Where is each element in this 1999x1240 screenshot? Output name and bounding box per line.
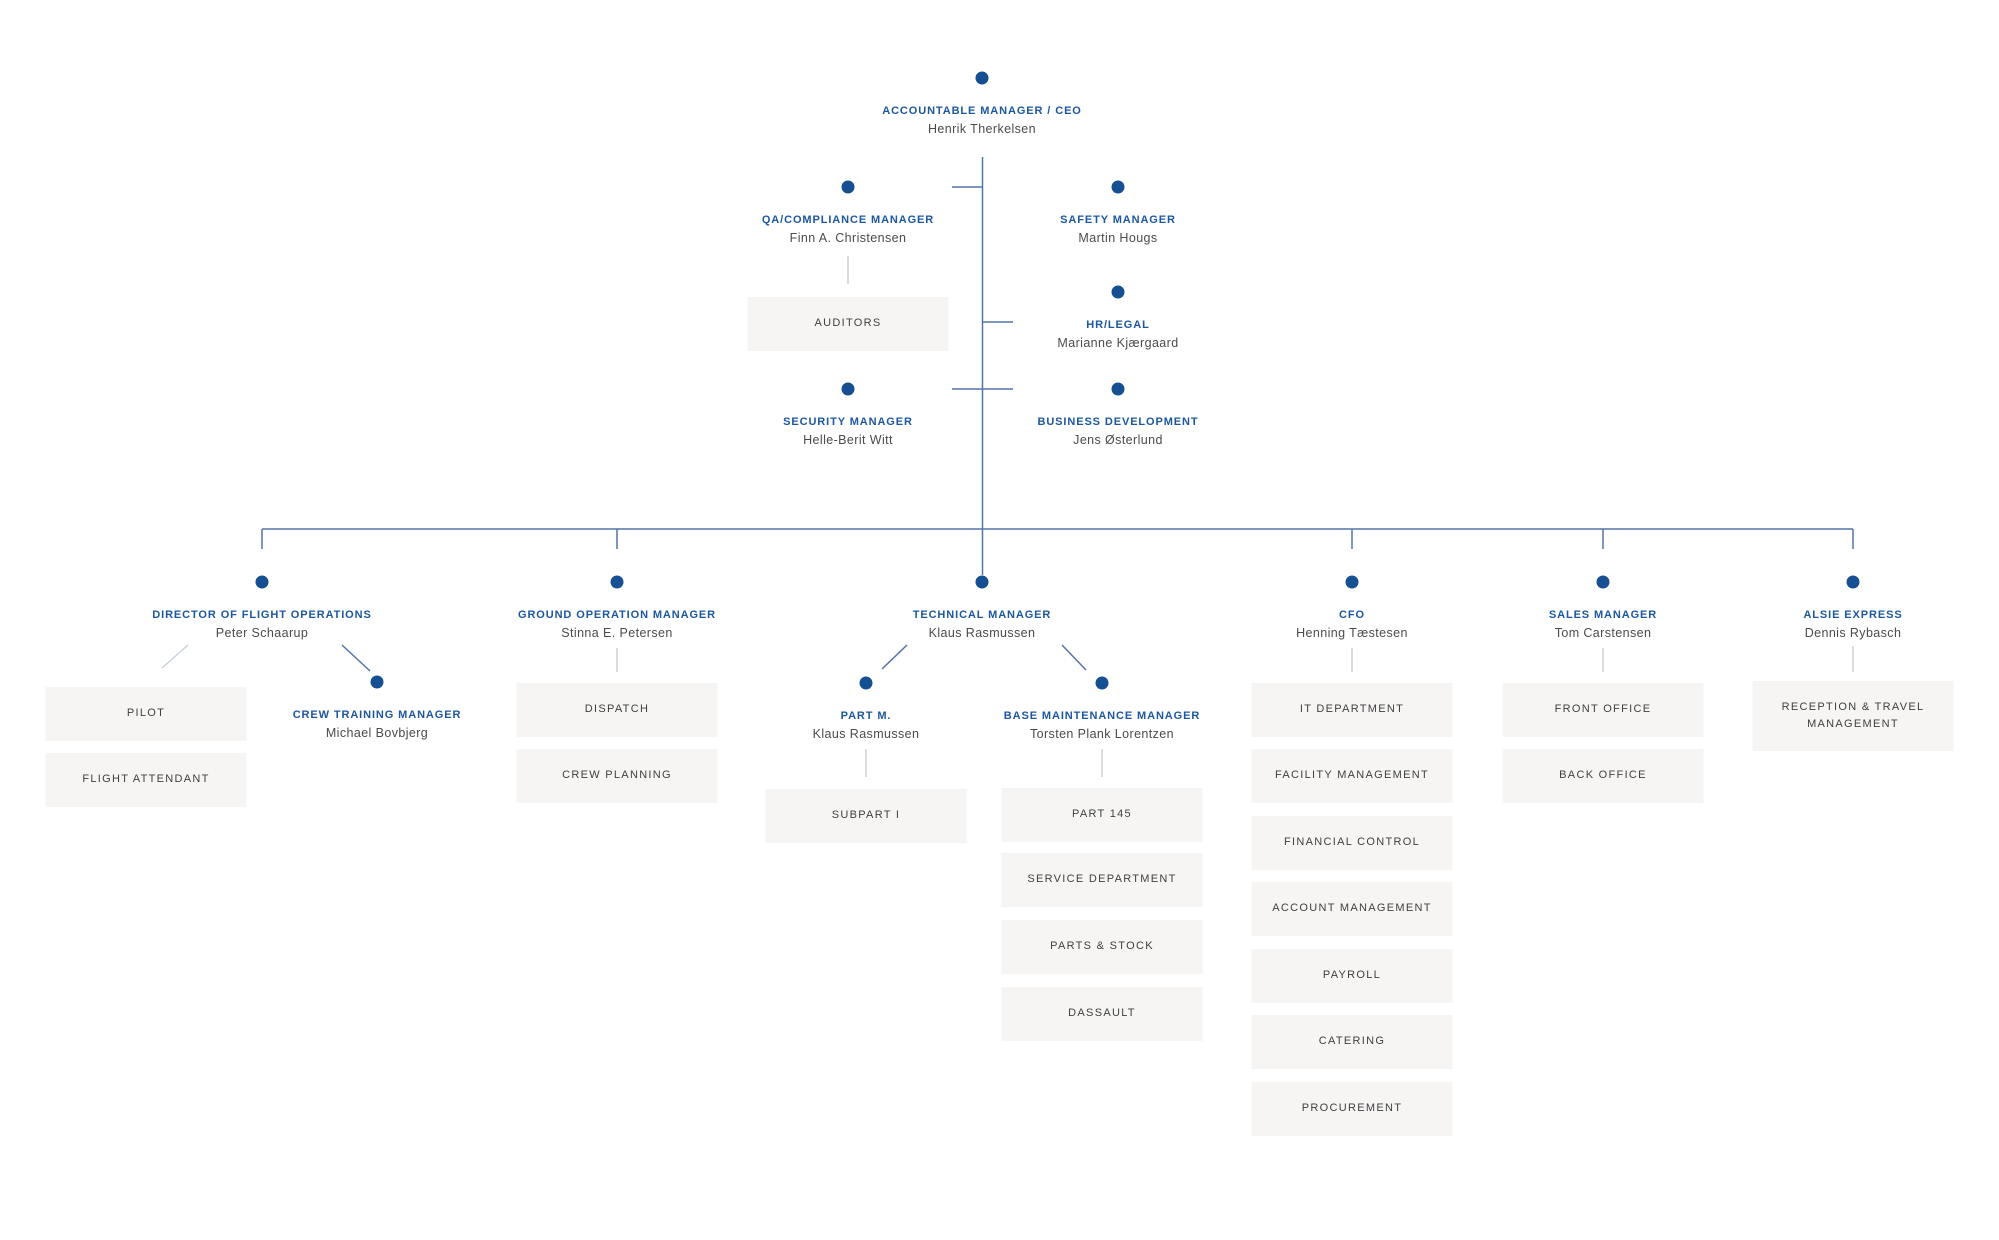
cfo-title: CFO: [1339, 609, 1365, 621]
security-title: SECURITY MANAGER: [783, 416, 913, 428]
alsie-name: Dennis Rybasch: [1804, 626, 1902, 640]
box-procurement: PROCUREMENT: [1251, 1082, 1453, 1136]
dfo-dot-icon: [255, 575, 269, 589]
box-it-department: IT DEPARTMENT: [1251, 683, 1453, 737]
alsie-dot-icon: [1846, 575, 1860, 589]
dfo-name: Peter Schaarup: [215, 626, 309, 640]
technical-name: Klaus Rasmussen: [928, 626, 1036, 640]
box-reception-travel-management: RECEPTION & TRAVEL MANAGEMENT: [1752, 681, 1954, 751]
box-account-management: ACCOUNT MANAGEMENT: [1251, 882, 1453, 936]
base-maintenance-title: BASE MAINTENANCE MANAGER: [1003, 710, 1201, 722]
box-part-145: PART 145: [1001, 788, 1203, 842]
box-dispatch: DISPATCH: [516, 683, 718, 737]
cfo-name: Henning Tæstesen: [1296, 626, 1408, 640]
safety-title: SAFETY MANAGER: [1060, 214, 1176, 226]
box-front-office: FRONT OFFICE: [1502, 683, 1704, 737]
ceo-dot-icon: [975, 71, 989, 85]
hr-dot-icon: [1111, 285, 1125, 299]
bizdev-name: Jens Østerlund: [1073, 433, 1163, 447]
box-payroll: PAYROLL: [1251, 949, 1453, 1003]
qa-title: QA/COMPLIANCE MANAGER: [761, 214, 935, 226]
box-auditors: AUDITORS: [747, 297, 949, 351]
box-service-department: SERVICE DEPARTMENT: [1001, 853, 1203, 907]
qa-dot-icon: [841, 180, 855, 194]
alsie-title: ALSIE EXPRESS: [1803, 609, 1903, 621]
ground-name: Stinna E. Petersen: [561, 626, 673, 640]
bizdev-title: BUSINESS DEVELOPMENT: [1037, 416, 1199, 428]
part-m-title: PART M.: [840, 710, 892, 722]
hr-name: Marianne Kjærgaard: [1057, 336, 1179, 350]
crew-training-dot-icon: [370, 675, 384, 689]
box-flight-attendant: FLIGHT ATTENDANT: [45, 753, 247, 807]
ceo-name: Henrik Therkelsen: [927, 122, 1037, 136]
technical-dot-icon: [975, 575, 989, 589]
box-crew-planning: CREW PLANNING: [516, 749, 718, 803]
part-m-dot-icon: [859, 676, 873, 690]
security-name: Helle-Berit Witt: [803, 433, 893, 447]
box-back-office: BACK OFFICE: [1502, 749, 1704, 803]
sales-name: Tom Carstensen: [1554, 626, 1652, 640]
connector-diagonal-dfo-pilot: [161, 644, 189, 669]
base-maintenance-dot-icon: [1095, 676, 1109, 690]
safety-dot-icon: [1111, 180, 1125, 194]
ceo-title: ACCOUNTABLE MANAGER / CEO: [882, 105, 1082, 117]
box-subpart-i: SUBPART I: [765, 789, 967, 843]
technical-title: TECHNICAL MANAGER: [912, 609, 1052, 621]
connector-diagonal-technical-part-m: [881, 644, 908, 670]
connector-diagonal-technical-base-maintenance: [1061, 644, 1087, 671]
qa-name: Finn A. Christensen: [789, 231, 907, 245]
sales-title: SALES MANAGER: [1548, 609, 1658, 621]
box-pilot: PILOT: [45, 687, 247, 741]
box-dassault: DASSAULT: [1001, 987, 1203, 1041]
ground-title: GROUND OPERATION MANAGER: [517, 609, 717, 621]
bizdev-dot-icon: [1111, 382, 1125, 396]
part-m-name: Klaus Rasmussen: [812, 727, 920, 741]
ground-dot-icon: [610, 575, 624, 589]
sales-dot-icon: [1596, 575, 1610, 589]
dfo-title: DIRECTOR OF FLIGHT OPERATIONS: [152, 609, 372, 621]
security-dot-icon: [841, 382, 855, 396]
crew-training-name: Michael Bovbjerg: [325, 726, 429, 740]
box-financial-control: FINANCIAL CONTROL: [1251, 816, 1453, 870]
box-parts-stock: PARTS & STOCK: [1001, 920, 1203, 974]
box-catering: CATERING: [1251, 1015, 1453, 1069]
connector-diagonal-dfo-crew-training: [341, 644, 371, 672]
crew-training-title: CREW TRAINING MANAGER: [292, 709, 462, 721]
box-facility-management: FACILITY MANAGEMENT: [1251, 749, 1453, 803]
safety-name: Martin Hougs: [1078, 231, 1158, 245]
hr-title: HR/LEGAL: [1086, 319, 1150, 331]
cfo-dot-icon: [1345, 575, 1359, 589]
base-maintenance-name: Torsten Plank Lorentzen: [1029, 727, 1175, 741]
